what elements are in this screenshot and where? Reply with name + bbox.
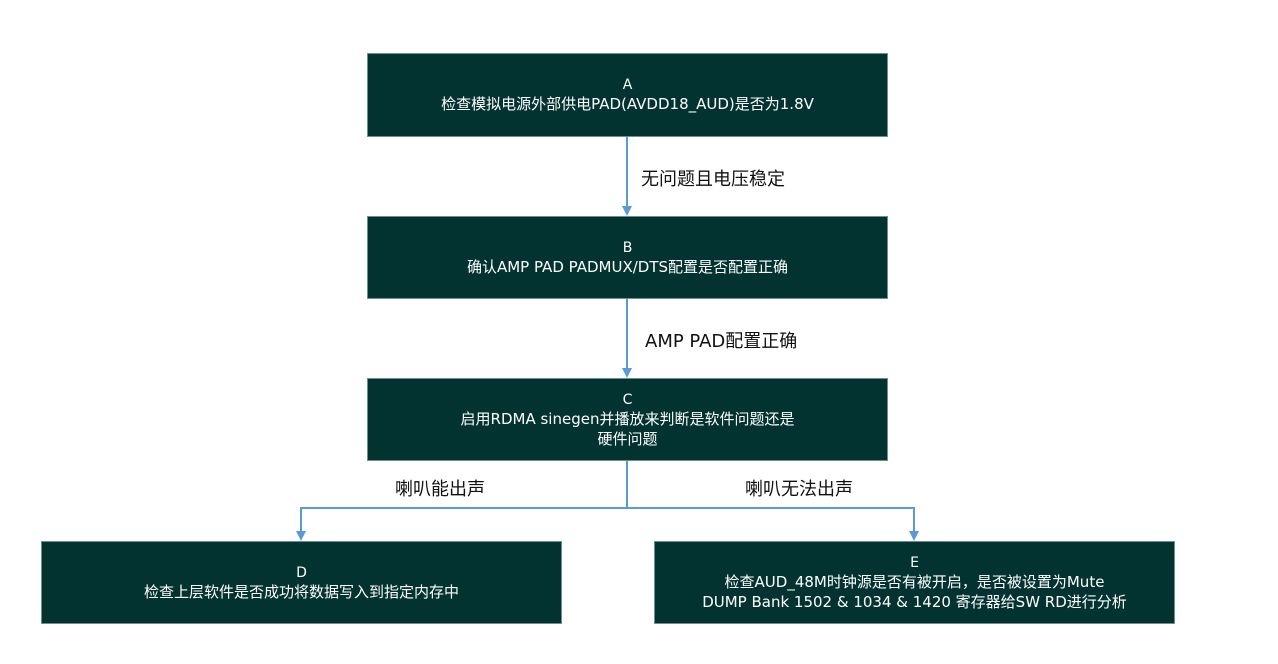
box-c-id: C (622, 391, 633, 408)
box-d-text: 检查上层软件是否成功将数据写入到指定内存中 (143, 582, 459, 601)
box-e-id: E (910, 554, 919, 571)
box-c: C 启用RDMA sinegen并播放来判断是软件问题还是 硬件问题 (367, 378, 888, 461)
box-e: E 检查AUD_48M时钟源是否有被开启，是否被设置为Mute DUMP Ban… (654, 541, 1175, 624)
box-a-id: A (622, 77, 633, 93)
box-c-text-line1: 启用RDMA sinegen并播放来判断是软件问题还是 (460, 409, 795, 428)
box-e-text-line2: DUMP Bank 1502 & 1034 & 1420 寄存器给SW RD进行… (702, 592, 1127, 611)
edge-label-c-d: 喇叭能出声 (395, 479, 485, 500)
box-c-text-line2: 硬件问题 (597, 429, 658, 448)
box-b: B 确认AMP PAD PADMUX/DTS配置是否配置正确 (367, 216, 888, 299)
edge-label-c-e: 喇叭无法出声 (745, 479, 853, 500)
box-d: D 检查上层软件是否成功将数据写入到指定内存中 (41, 541, 562, 624)
edge-label-b-c: AMP PAD配置正确 (645, 331, 798, 352)
box-a-text: 检查模拟电源外部供电PAD(AVDD18_AUD)是否为1.8V (441, 95, 814, 113)
box-a: A 检查模拟电源外部供电PAD(AVDD18_AUD)是否为1.8V (367, 53, 888, 137)
box-e-text-line1: 检查AUD_48M时钟源是否有被开启，是否被设置为Mute (724, 572, 1105, 591)
box-d-id: D (296, 564, 307, 581)
box-b-text: 确认AMP PAD PADMUX/DTS配置是否配置正确 (466, 257, 789, 276)
box-b-id: B (622, 239, 633, 256)
edge-label-a-b: 无问题且电压稳定 (641, 169, 785, 190)
